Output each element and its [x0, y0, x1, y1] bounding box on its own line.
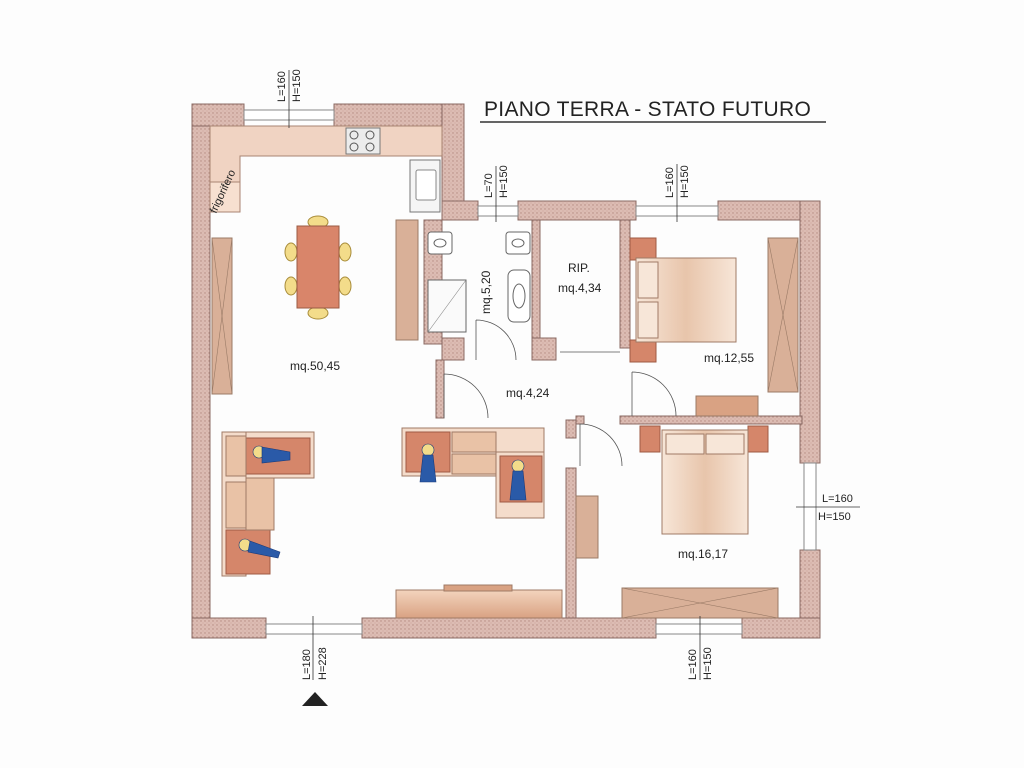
window-height-bed2-bottom: H=150 — [702, 647, 714, 680]
corner-sofa — [221, 431, 315, 577]
dining-table — [284, 215, 352, 320]
washbasin-icon — [507, 269, 531, 323]
bidet-icon — [427, 231, 453, 255]
doors — [443, 319, 677, 467]
window-height-bath-top: H=150 — [498, 165, 510, 198]
window-width-bath-top: L=70 — [483, 173, 495, 198]
window-width-bed1-top: L=160 — [664, 167, 676, 198]
stove-icon — [345, 127, 381, 155]
bedroom2-furniture — [575, 425, 779, 619]
room-area-bath: mq.5,20 — [479, 270, 493, 314]
person-icon — [238, 443, 527, 559]
bathroom-fixtures — [395, 219, 531, 341]
tv-cabinet — [395, 589, 563, 619]
room-area-bedroom2: mq.16,17 — [678, 547, 728, 561]
room-area-living: mq.50,45 — [290, 359, 340, 373]
plan-title: PIANO TERRA - STATO FUTURO — [484, 98, 811, 121]
door-height-entrance: H=228 — [317, 647, 329, 680]
window-width-living-top: L=160 — [276, 71, 288, 102]
kitchen-counter: frigorifero — [208, 125, 443, 215]
room-area-hall: mq.4,24 — [506, 386, 550, 400]
window-height-living-top: H=150 — [291, 69, 303, 102]
window-width-bed2-right: L=160 — [822, 493, 853, 505]
room-name-storage: RIP. — [568, 261, 590, 275]
room-area-storage: mq.4,34 — [558, 281, 602, 295]
room-area-bedroom1: mq.12,55 — [704, 351, 754, 365]
bedroom1-furniture — [629, 237, 799, 417]
toilet-icon — [505, 231, 531, 255]
window-height-bed1-top: H=150 — [679, 165, 691, 198]
door-width-entrance: L=180 — [301, 649, 313, 680]
entrance-arrow-icon — [302, 692, 328, 706]
window-height-bed2-right: H=150 — [818, 511, 851, 523]
window-width-bed2-bottom: L=160 — [687, 649, 699, 680]
